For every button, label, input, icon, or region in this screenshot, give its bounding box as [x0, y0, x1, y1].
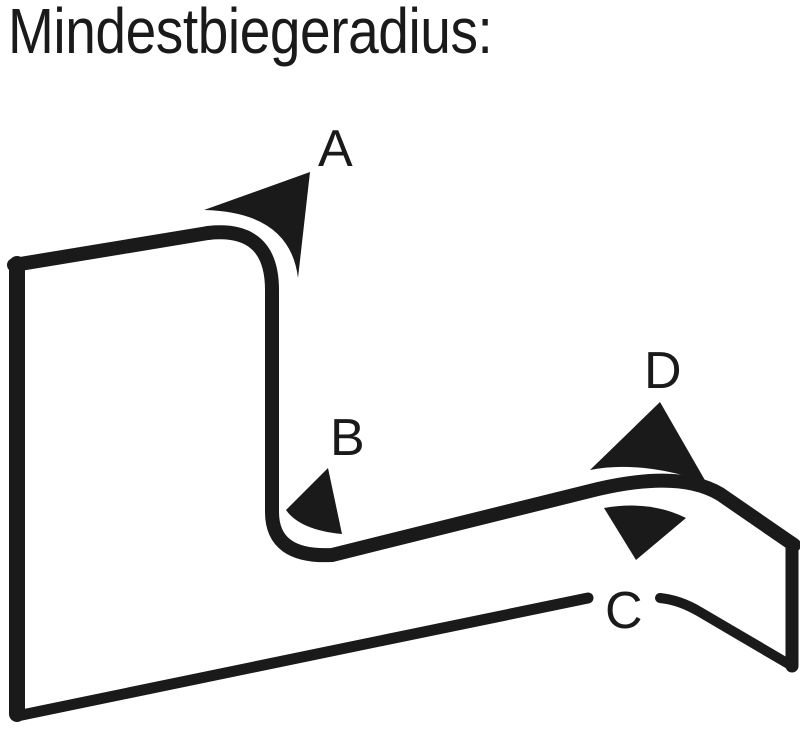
- marker-lower-wedge: [604, 505, 686, 560]
- marker-a-wedge: [204, 172, 310, 278]
- marker-b-wedge: [286, 468, 342, 534]
- label-b: B: [330, 409, 365, 467]
- label-a: A: [318, 120, 353, 178]
- label-d: D: [644, 342, 682, 400]
- label-c: C: [605, 582, 643, 640]
- marker-d-wedge: [590, 402, 706, 482]
- lower-right-edge: [655, 593, 797, 671]
- bottom-edge: [11, 592, 594, 722]
- bent-edge: [201, 225, 800, 563]
- profile-outline: [7, 225, 800, 722]
- top-edge: [7, 226, 215, 272]
- diagram-title: Mindestbiegeradius:: [8, 0, 493, 67]
